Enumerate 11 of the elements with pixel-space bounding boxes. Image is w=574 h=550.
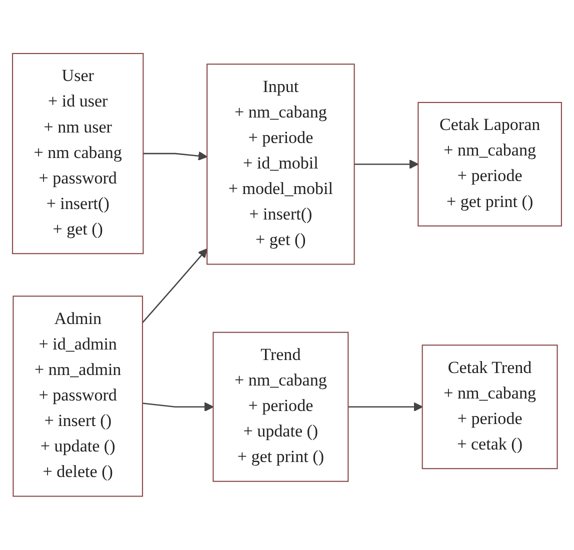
arrow <box>354 160 419 169</box>
node-box: Input + nm_cabang + periode + id_mobil + model_mobil + insert() + get () <box>206 64 355 265</box>
node-box: User + id user + nm user + nm cabang + password + insert() + get () <box>12 53 144 254</box>
node-box: Cetak Trend + nm_cabang + periode + cetak () <box>422 344 558 470</box>
node-box: Admin + id_admin + nm_admin + password + insert () + update () + delete () <box>12 296 144 497</box>
node-box: Trend + nm_cabang + periode + update () + get print () <box>212 332 349 482</box>
arrow <box>142 248 208 324</box>
node-box: Cetak Laporan + nm_cabang + periode + get print () <box>418 102 562 227</box>
arrow <box>348 402 423 412</box>
arrow <box>142 402 214 412</box>
arrow <box>143 151 208 161</box>
